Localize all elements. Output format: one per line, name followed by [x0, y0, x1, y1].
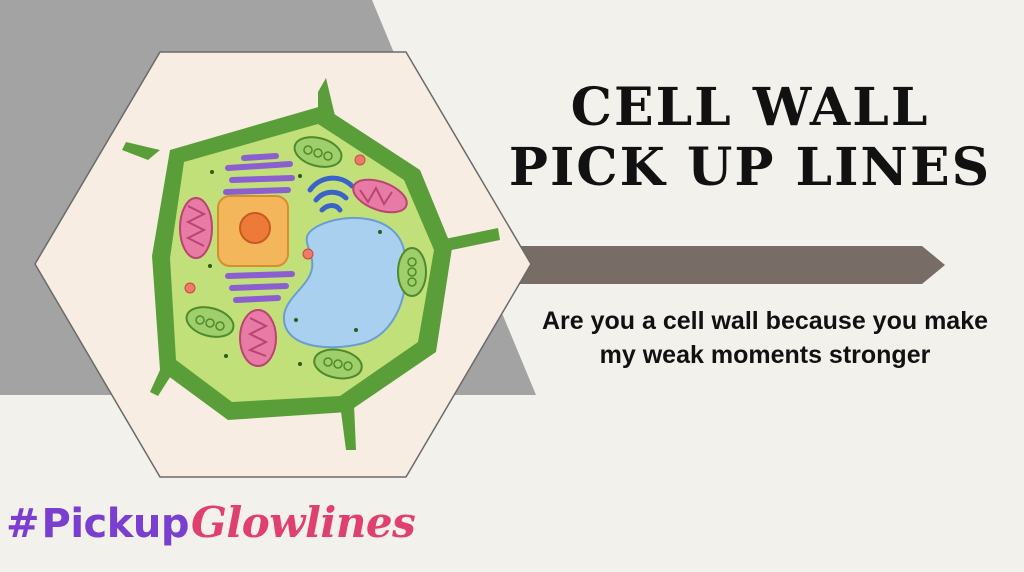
- cell-wall-spikes: [122, 78, 500, 450]
- mitochondria-right: [352, 178, 408, 214]
- golgi-bottom: [225, 271, 295, 303]
- small-granules: [208, 170, 382, 366]
- page-title: CELL WALL PICK UP LINES: [500, 78, 1000, 198]
- title-line-2: PICK UP LINES: [508, 137, 992, 198]
- nucleus: [217, 195, 289, 267]
- brand-logo: # Pickup Glowlines: [6, 498, 416, 548]
- vacuole: [282, 216, 408, 349]
- brand-hash: #: [6, 501, 40, 547]
- mitochondria-bottom: [239, 309, 277, 367]
- chloroplast: [185, 136, 427, 380]
- golgi-top: [223, 153, 295, 195]
- ribosomes: [184, 154, 366, 294]
- brand-part-1: Pickup: [41, 501, 190, 547]
- mitochondria-left: [179, 197, 213, 259]
- title-line-1: CELL WALL: [570, 77, 930, 138]
- pickup-line-text: Are you a cell wall because you make my …: [541, 307, 989, 369]
- chloroplast-thylakoids: [195, 145, 417, 371]
- endoplasmic-reticulum: [307, 175, 355, 213]
- brand-part-2: Glowlines: [190, 498, 416, 547]
